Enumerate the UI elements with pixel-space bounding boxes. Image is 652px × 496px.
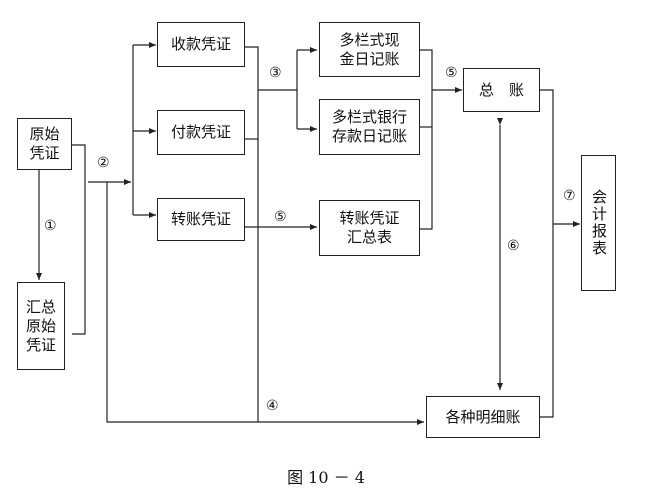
figure-caption: 图 10 － 4 [287,468,365,487]
node-payment-voucher-label: 付款凭证 [170,123,231,141]
node-transfer-summary-label: 转账凭证 汇总表 [339,209,400,246]
node-original-voucher: 原始 凭证 [17,118,72,170]
step-3-label: ③ [269,65,282,81]
node-summary-original-voucher: 汇总 原始 凭证 [17,282,65,370]
step-7-label: ⑦ [563,188,576,204]
node-receipt-voucher-label: 收款凭证 [170,35,231,53]
step-6-label: ⑥ [507,238,520,254]
node-general-ledger: 总 账 [463,68,540,112]
step-5-label-ledger: ⑤ [445,65,458,81]
node-accounting-statements-label: 会计报表 [590,189,608,257]
node-payment-voucher: 付款凭证 [157,110,245,155]
node-cash-journal-label: 多栏式现 金日记账 [339,30,400,68]
node-bank-journal-label: 多栏式银行 存款日记账 [331,108,407,145]
node-subsidiary-ledgers: 各种明细账 [426,396,540,438]
node-accounting-statements: 会计报表 [581,155,616,291]
node-summary-original-voucher-label: 汇总 原始 凭证 [25,297,56,354]
node-receipt-voucher: 收款凭证 [157,22,245,67]
node-transfer-voucher-label: 转账凭证 [170,210,231,228]
node-bank-journal: 多栏式银行 存款日记账 [319,99,420,155]
node-transfer-summary: 转账凭证 汇总表 [319,200,420,256]
node-subsidiary-ledgers-label: 各种明细账 [445,407,521,426]
node-cash-journal: 多栏式现 金日记账 [319,22,420,77]
step-5-label-transfer: ⑤ [274,209,287,225]
node-transfer-voucher: 转账凭证 [157,198,245,241]
node-general-ledger-label: 总 账 [478,80,524,99]
step-2-label: ② [97,155,110,171]
step-4-label: ④ [266,398,279,414]
node-original-voucher-label: 原始 凭证 [29,125,60,162]
step-1-label: ① [44,218,57,234]
